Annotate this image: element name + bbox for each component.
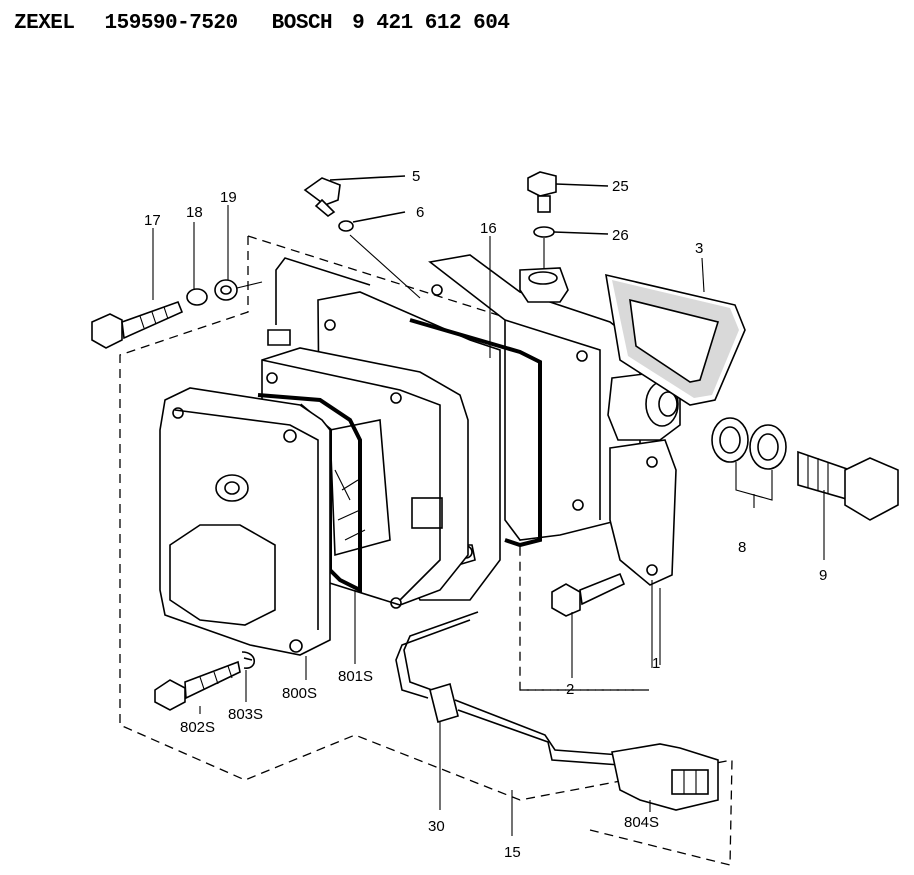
label-800s: 800S xyxy=(282,685,317,702)
label-25: 25 xyxy=(612,178,629,195)
leader-3 xyxy=(701,257,705,293)
screw-25-assembly xyxy=(527,171,609,268)
boss-nut xyxy=(519,267,569,303)
banjo-bolt-assembly xyxy=(711,417,899,560)
part-number: 159590-7520 xyxy=(104,11,239,35)
bolt-802s-assembly xyxy=(154,651,307,714)
label-17: 17 xyxy=(144,212,161,229)
label-5: 5 xyxy=(412,168,420,185)
label-2: 2 xyxy=(566,681,574,698)
maker-name: ZEXEL xyxy=(14,11,75,35)
bracket-plate xyxy=(609,439,677,586)
rod-fitting xyxy=(267,329,291,346)
reference-maker: BOSCH xyxy=(271,11,333,35)
label-3: 3 xyxy=(695,240,703,257)
front-cover xyxy=(159,387,331,656)
label-16: 16 xyxy=(480,220,497,237)
label-6: 6 xyxy=(416,204,424,221)
gasket-3 xyxy=(605,273,746,406)
label-18: 18 xyxy=(186,204,203,221)
label-1: 1 xyxy=(652,655,660,672)
label-802s: 802S xyxy=(180,719,215,736)
label-804s: 804S xyxy=(624,814,659,831)
label-8: 8 xyxy=(738,539,746,556)
label-9: 9 xyxy=(819,567,827,584)
reference-number: 9 421 612 604 xyxy=(352,11,510,35)
label-15: 15 xyxy=(504,844,521,861)
linkage-rod xyxy=(275,257,371,325)
governor-housing xyxy=(428,254,681,541)
screw-5-assembly xyxy=(303,175,421,299)
screw-2-assembly xyxy=(551,572,653,678)
label-801s: 801S xyxy=(338,668,373,685)
label-19: 19 xyxy=(220,189,237,206)
label-26: 26 xyxy=(612,227,629,244)
label-30: 30 xyxy=(428,818,445,835)
sensor-cable xyxy=(395,611,719,836)
drawing-header: ZEXEL 159590-7520 BOSCH 9 421 612 604 xyxy=(14,8,510,38)
bolt-17-assembly xyxy=(91,205,263,349)
label-803s: 803S xyxy=(228,706,263,723)
